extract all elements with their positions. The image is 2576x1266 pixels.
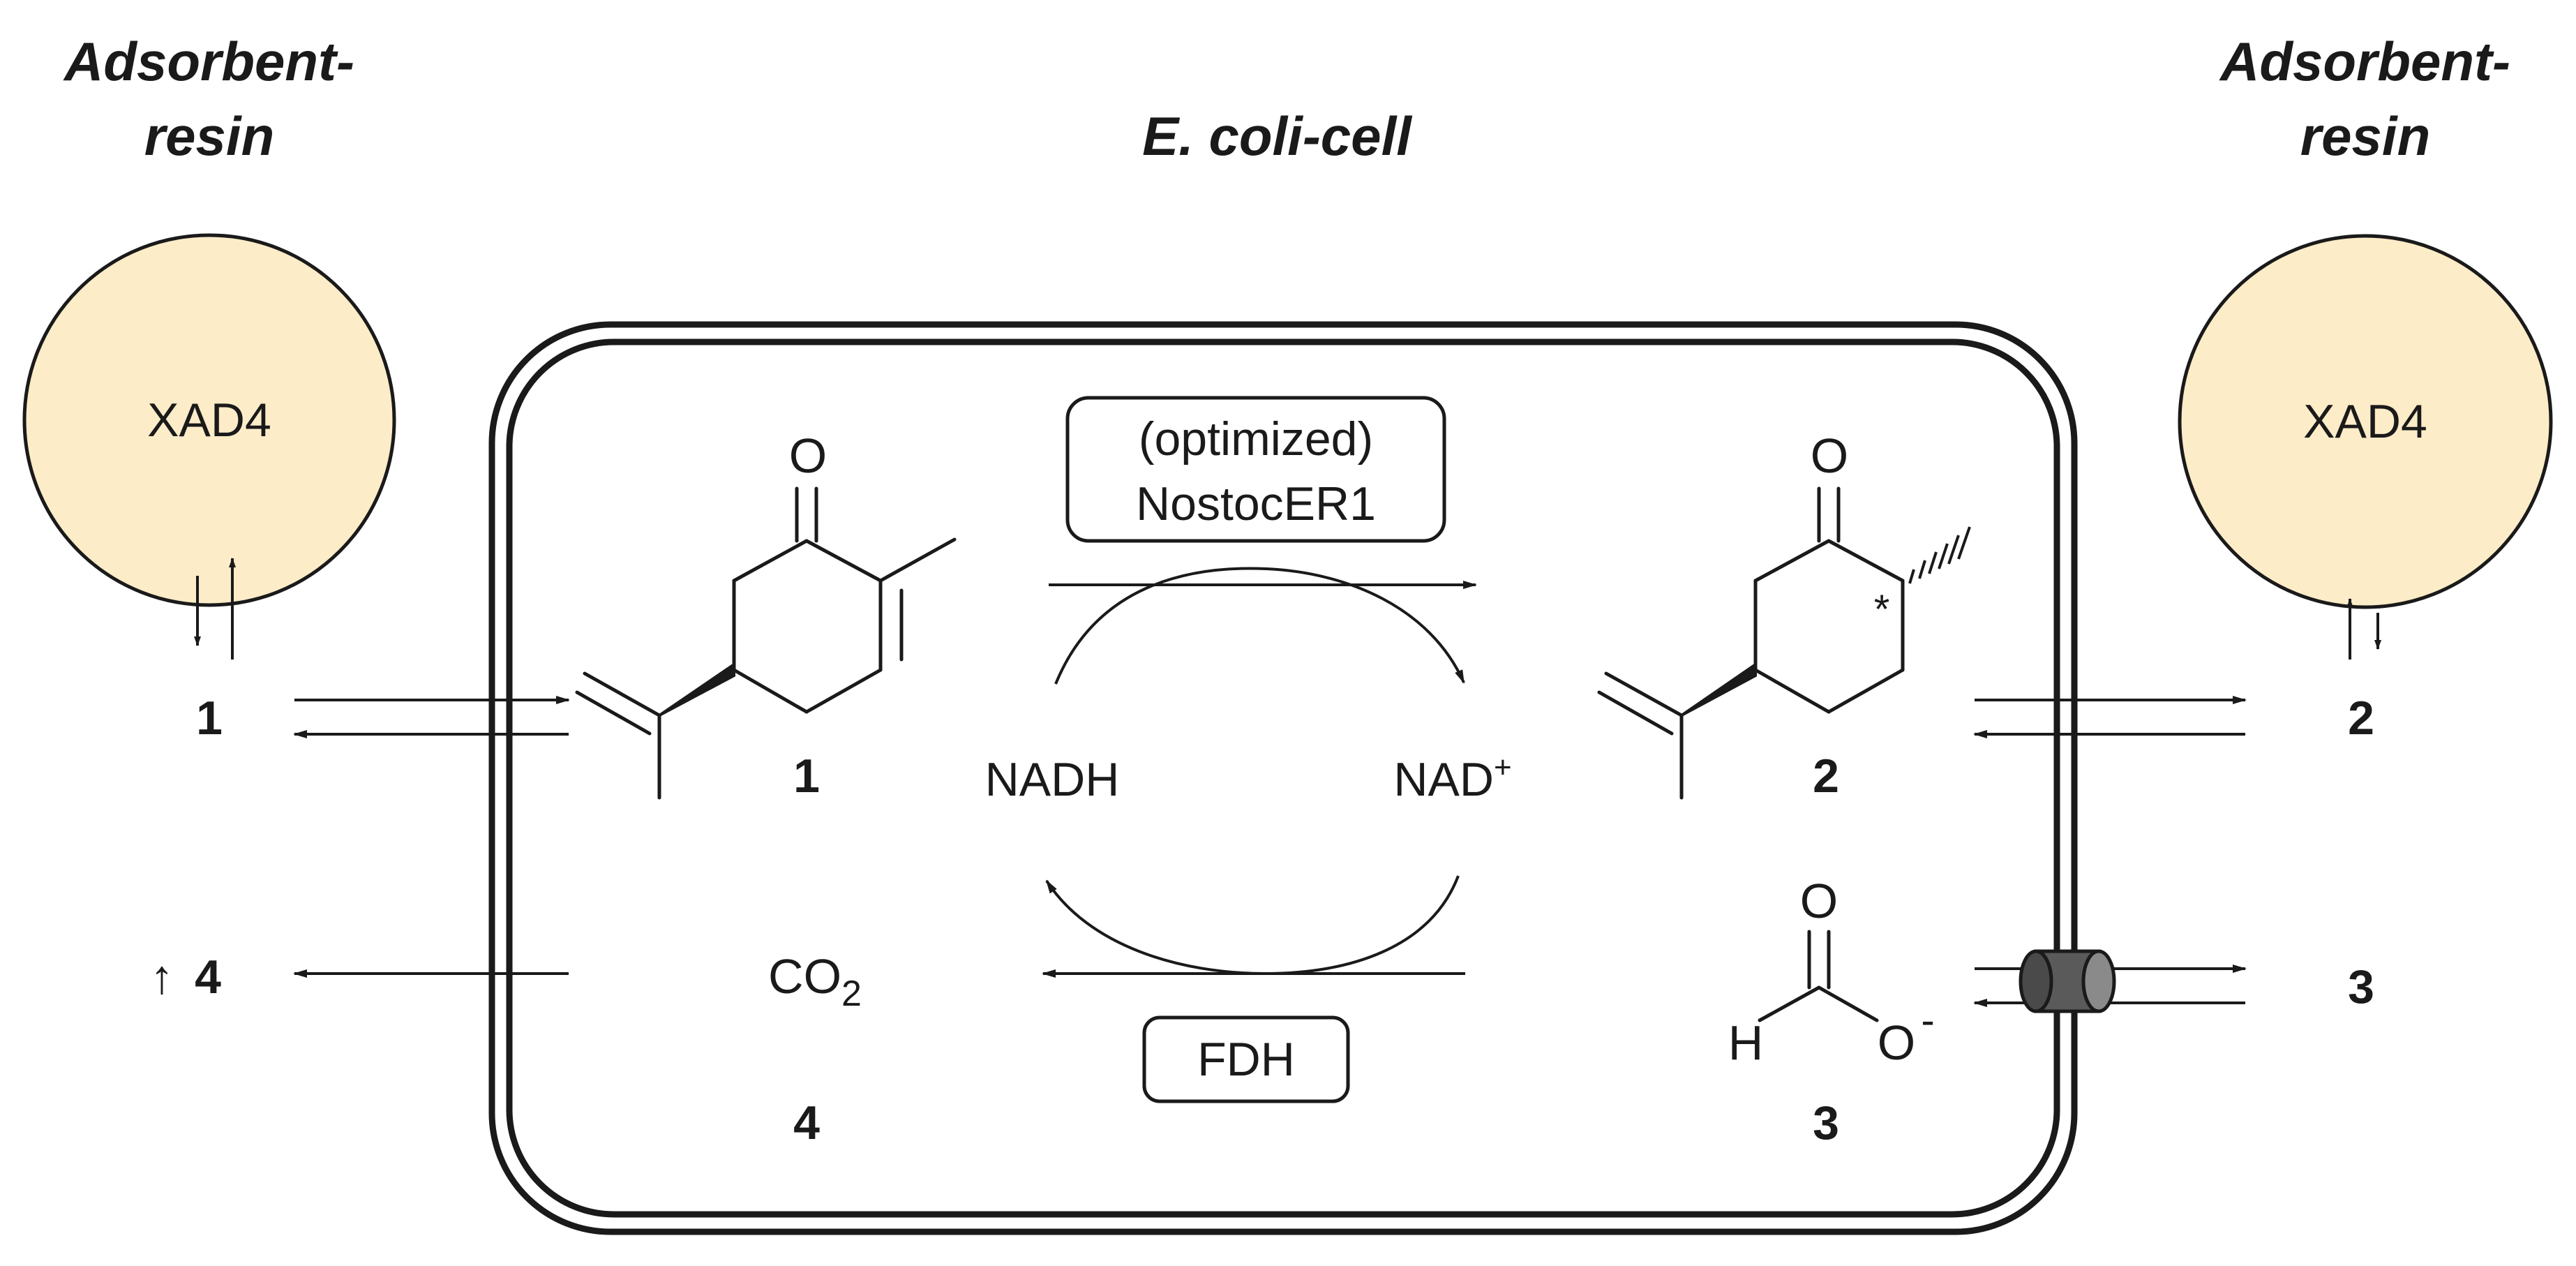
- compound-2-oxygen: O: [1811, 429, 1848, 483]
- nad-plus-label: NAD+: [1393, 750, 1511, 806]
- external-compound-4-label: 4: [195, 951, 221, 1004]
- formate-transporter-channel: [2019, 949, 2116, 1013]
- formate-oxygen-double: O: [1800, 874, 1838, 928]
- right-resin-bead-label: XAD4: [2303, 395, 2427, 448]
- formate-charge: -: [1921, 998, 1934, 1043]
- compound-3-structure: O H O -: [1728, 874, 1935, 1070]
- nad-to-nadh-arc: [1045, 875, 1460, 976]
- left-resin-title-line2: resin: [144, 105, 274, 167]
- co2-label: CO2: [768, 949, 862, 1014]
- ene-reductase-box: [1065, 396, 1446, 543]
- ene-reductase-label-line1: (optimized): [1139, 412, 1373, 466]
- fdh-label: FDH: [1197, 1033, 1295, 1086]
- right-resin-bead: [2178, 234, 2553, 609]
- cell-wall-outer: [488, 321, 2078, 1235]
- cell-title: E. coli-cell: [1142, 105, 1412, 167]
- compound-1-number: 1: [793, 750, 820, 803]
- compound-4-number: 4: [793, 1096, 820, 1149]
- external-compound-2-label: 2: [2348, 692, 2374, 745]
- compound-1-oxygen: O: [789, 429, 827, 483]
- compound-2-structure: O: [1597, 429, 1971, 800]
- external-compound-3-label: 3: [2348, 960, 2374, 1013]
- fdh-box: [1142, 1015, 1350, 1103]
- left-resin-title-line1: Adsorbent-: [63, 31, 354, 92]
- nadh-to-nad-arc: [1054, 567, 1465, 685]
- compound-1-structure: O: [575, 429, 957, 800]
- external-compound-1-label: 1: [196, 692, 223, 745]
- formate-oxygen-single: O: [1878, 1015, 1915, 1070]
- right-resin-title-line2: resin: [2300, 105, 2430, 167]
- nadh-label: NADH: [985, 753, 1120, 806]
- compound-2-number: 2: [1813, 750, 1839, 803]
- compound-2-stereocenter-mark: *: [1874, 587, 1890, 632]
- left-resin-bead-label: XAD4: [147, 394, 271, 447]
- external-compound-4-up-arrow: ↑: [150, 951, 174, 1004]
- ene-reductase-label-line2: NostocER1: [1136, 477, 1376, 530]
- formate-hydrogen: H: [1728, 1015, 1764, 1070]
- cell-wall-inner: [506, 338, 2060, 1218]
- right-resin-title-line1: Adsorbent-: [2219, 31, 2510, 92]
- left-resin-bead: [22, 233, 396, 607]
- compound-3-number: 3: [1813, 1096, 1839, 1149]
